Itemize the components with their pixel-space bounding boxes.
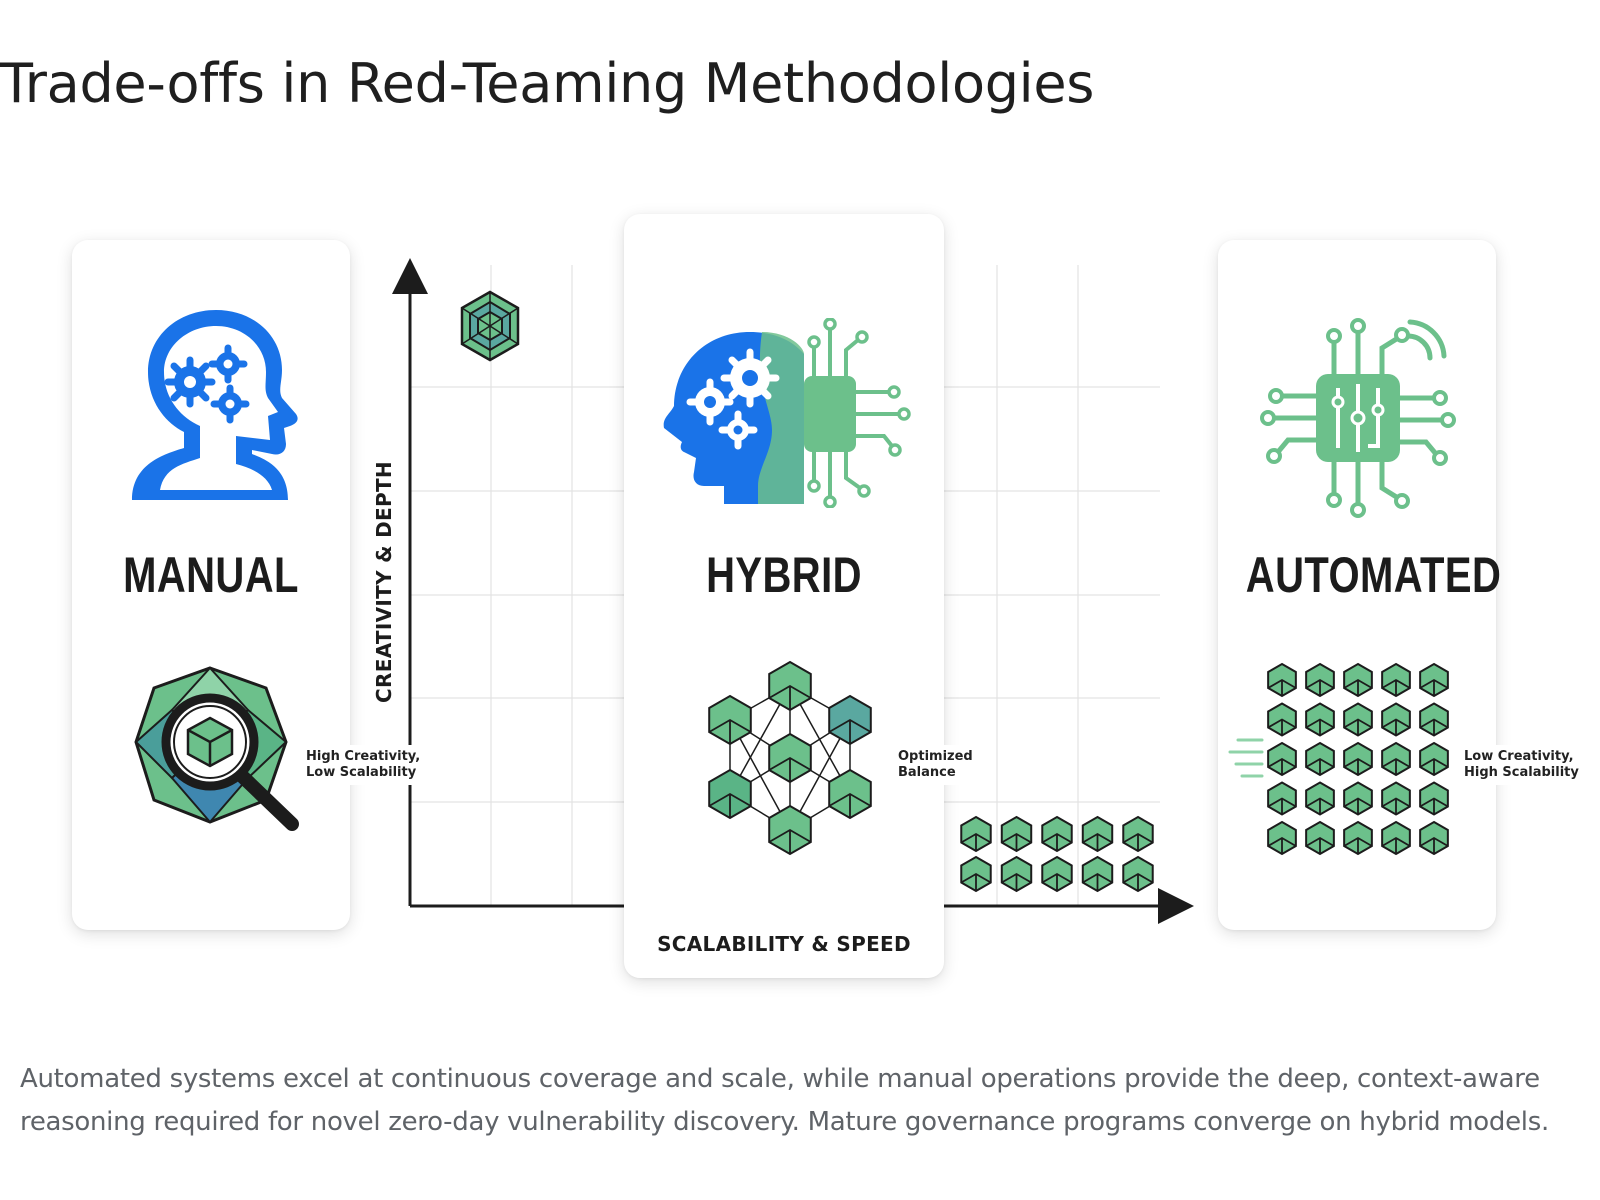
cube-icon <box>1305 662 1335 698</box>
manual-card: MANUAL <box>72 240 350 930</box>
cube-icon <box>1343 820 1373 856</box>
cube-icon <box>1381 702 1411 737</box>
cube-icon <box>1343 741 1373 777</box>
cube-icon <box>1267 662 1297 698</box>
cube-icon <box>1081 855 1114 893</box>
cube-icon <box>1000 855 1033 893</box>
cube-icon <box>1267 702 1297 737</box>
automated-callout-line1: Low Creativity, <box>1464 749 1574 764</box>
cube-icon <box>1305 741 1335 777</box>
tradeoff-diagram: MANUAL High Creativity, Low Scalability <box>0 190 1600 1050</box>
caption: Automated systems excel at continuous co… <box>20 1064 1549 1137</box>
cube-icon <box>1041 815 1073 853</box>
hybrid-head-circuit-icon <box>663 318 911 508</box>
cube-icon <box>1081 815 1114 853</box>
cube-icon <box>1343 662 1373 698</box>
hybrid-title: HYBRID <box>706 547 862 603</box>
hybrid-callout: Optimized Balance <box>892 745 979 785</box>
cube-icon <box>1305 702 1335 737</box>
cube-icon <box>1419 741 1449 777</box>
cube-grid-icon <box>1267 662 1449 856</box>
cube-icon <box>1267 781 1297 816</box>
cube-icon <box>960 815 992 853</box>
hybrid-card: HYBRID SCALABILITY & SPEED <box>624 214 944 978</box>
geometric-cluster-magnifier-icon <box>134 666 299 831</box>
cube-icon <box>768 660 812 712</box>
manual-callout-line2: Low Scalability <box>306 765 417 780</box>
cube-icon <box>1381 820 1411 856</box>
geometric-network-icon <box>708 660 872 856</box>
cube-grid-small-icon <box>960 815 1154 893</box>
cube-icon <box>1041 855 1073 893</box>
cube-icon <box>828 694 872 746</box>
cube-icon <box>828 768 872 820</box>
cube-icon <box>1122 855 1154 893</box>
cube-icon <box>1419 781 1449 816</box>
speed-lines-icon <box>1228 738 1264 778</box>
cube-icon <box>1343 781 1373 816</box>
cube-icon <box>708 694 752 746</box>
cube-icon <box>1305 781 1335 816</box>
hybrid-callout-line2: Balance <box>898 765 956 780</box>
automated-callout: Low Creativity, High Scalability <box>1458 745 1585 785</box>
cube-icon <box>1000 815 1033 853</box>
cube-icon <box>1267 820 1297 856</box>
cube-icon <box>1343 702 1373 737</box>
hybrid-callout-line1: Optimized <box>898 749 973 764</box>
cube-icon <box>1122 815 1154 853</box>
automated-callout-line2: High Scalability <box>1464 765 1579 780</box>
manual-callout: High Creativity, Low Scalability <box>300 745 427 785</box>
circuit-chip-icon <box>1260 318 1456 518</box>
cube-icon <box>708 768 752 820</box>
cube-icon <box>768 732 812 784</box>
page-title: Trade-offs in Red-Teaming Methodologies <box>0 52 1095 115</box>
cube-icon <box>1267 741 1297 777</box>
geometric-cluster-small-icon <box>460 290 520 362</box>
head-gears-icon <box>132 310 298 500</box>
cube-icon <box>1381 741 1411 777</box>
manual-callout-line1: High Creativity, <box>306 749 421 764</box>
cube-icon <box>1419 702 1449 737</box>
manual-title: MANUAL <box>123 547 299 603</box>
cube-icon <box>768 804 812 856</box>
x-axis-label: SCALABILITY & SPEED <box>657 932 911 956</box>
automated-title: AUTOMATED <box>1245 547 1502 603</box>
cube-icon <box>1305 820 1335 856</box>
cube-icon <box>1419 820 1449 856</box>
cube-icon <box>1419 662 1449 698</box>
automated-card: AUTOMATED <box>1218 240 1502 930</box>
cube-icon <box>1381 781 1411 816</box>
cube-icon <box>1381 662 1411 698</box>
y-axis-label: CREATIVITY & DEPTH <box>372 461 396 703</box>
cube-icon <box>960 855 992 893</box>
